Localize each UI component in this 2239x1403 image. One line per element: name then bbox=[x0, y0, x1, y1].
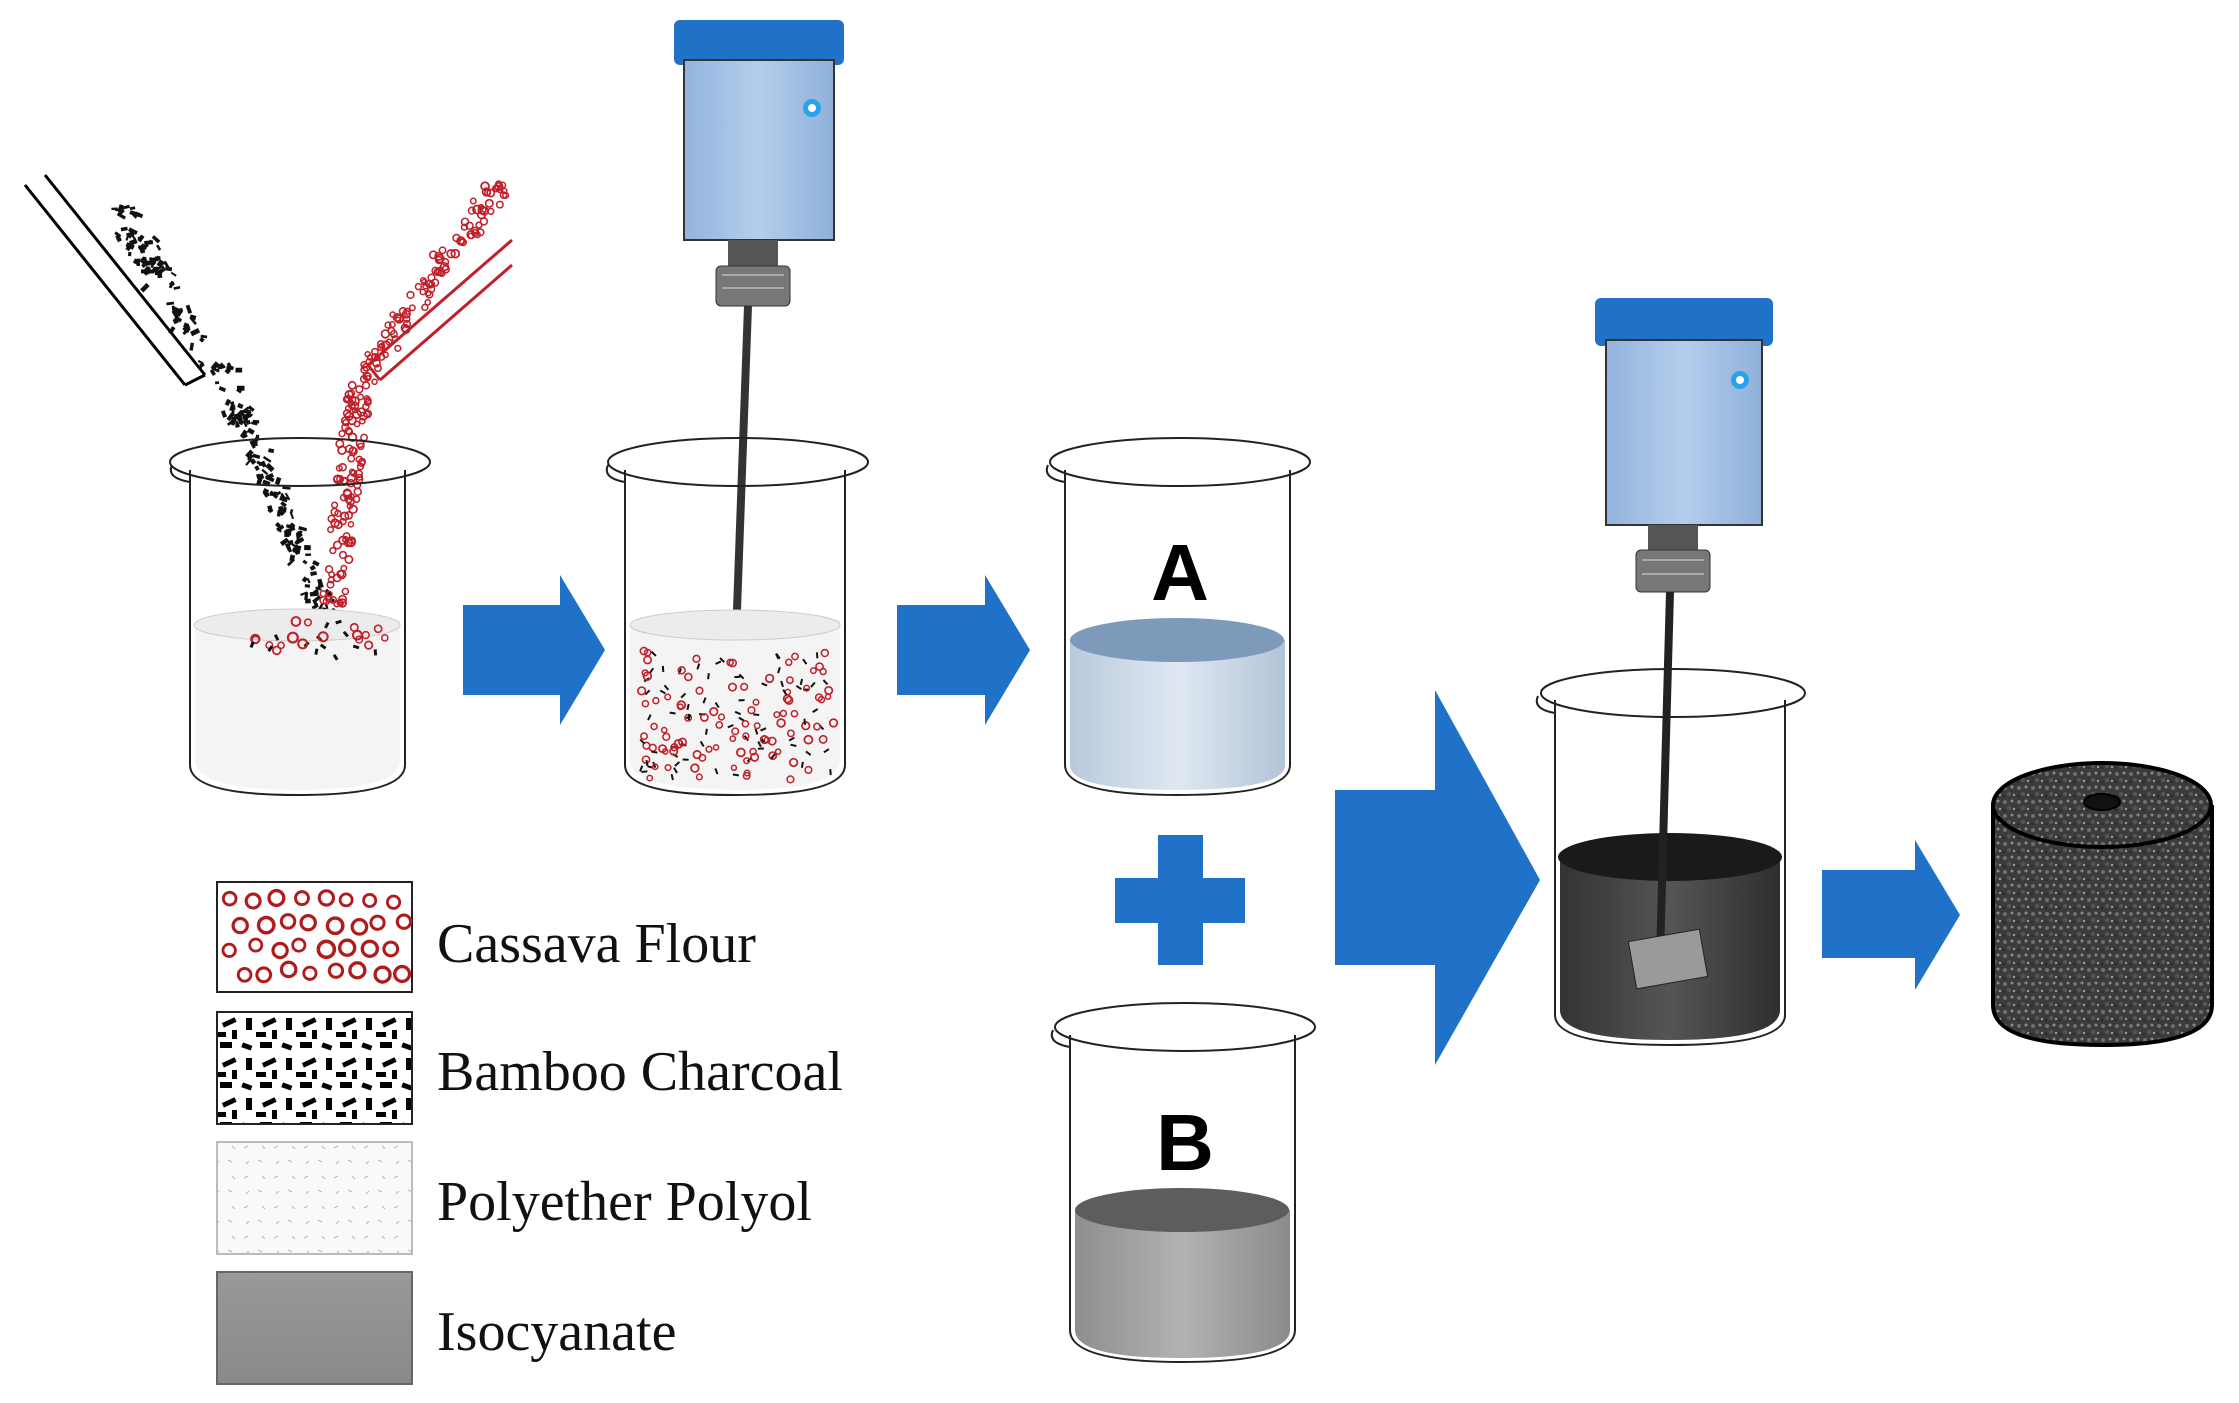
plus-sign bbox=[1115, 835, 1245, 965]
arrow-combine bbox=[1335, 690, 1540, 1065]
legend: Cassava Flour Bamboo Charcoal Polyether … bbox=[216, 881, 843, 1385]
beaker-b-label: B bbox=[1156, 1098, 1214, 1187]
step1-pouring-beaker bbox=[23, 174, 513, 797]
legend-item-charcoal: Bamboo Charcoal bbox=[216, 1011, 843, 1125]
polyether-polyol-swatch bbox=[216, 1141, 413, 1255]
charcoal-chute bbox=[23, 174, 207, 387]
beaker-2 bbox=[605, 437, 869, 797]
beaker-a-label: A bbox=[1151, 528, 1209, 617]
arrow-step-2 bbox=[897, 575, 1030, 725]
isocyanate-swatch bbox=[216, 1271, 413, 1385]
cassava-chute bbox=[366, 238, 513, 382]
step2-stirring-beaker bbox=[605, 20, 869, 797]
mixer-2 bbox=[1595, 298, 1773, 990]
bamboo-charcoal-swatch bbox=[216, 1011, 413, 1125]
surface-particles bbox=[249, 616, 389, 661]
legend-item-cassava: Cassava Flour bbox=[216, 881, 756, 993]
legend-label-charcoal: Bamboo Charcoal bbox=[437, 1041, 843, 1103]
mixer-1 bbox=[674, 20, 844, 708]
foam-product bbox=[1991, 761, 2214, 1048]
legend-label-polyol: Polyether Polyol bbox=[437, 1171, 812, 1233]
beaker-a: A bbox=[1045, 437, 1311, 797]
legend-item-isocyanate: Isocyanate bbox=[216, 1271, 676, 1385]
beaker-1 bbox=[169, 437, 431, 797]
suspended-particles bbox=[636, 646, 839, 784]
arrow-step-1 bbox=[463, 575, 605, 725]
charcoal-stream bbox=[111, 204, 343, 632]
cassava-flour-swatch bbox=[221, 888, 413, 984]
legend-label-isocyanate: Isocyanate bbox=[437, 1301, 676, 1363]
cassava-stream bbox=[314, 180, 510, 626]
legend-item-polyol: Polyether Polyol bbox=[216, 1141, 812, 1255]
step3-mixing-beaker bbox=[1535, 668, 1806, 1047]
legend-label-cassava: Cassava Flour bbox=[437, 913, 756, 975]
beaker-b: B bbox=[1050, 1002, 1316, 1364]
arrow-step-3 bbox=[1822, 840, 1960, 990]
